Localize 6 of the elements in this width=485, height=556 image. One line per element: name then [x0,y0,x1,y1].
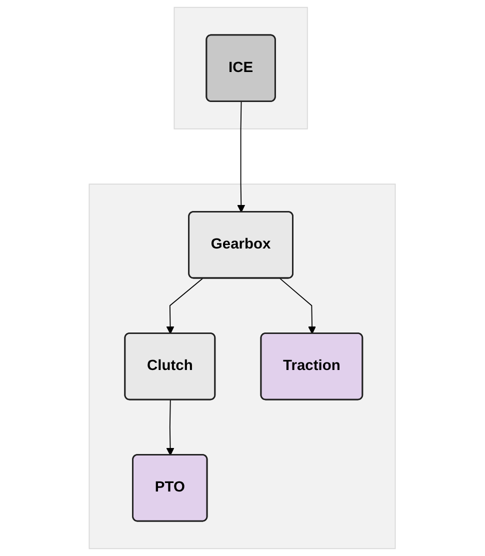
arrow [280,278,316,334]
cluster [174,6,308,130]
arrow [237,101,246,213]
arrow [166,278,204,334]
arrow [166,400,175,456]
cluster [89,184,396,550]
